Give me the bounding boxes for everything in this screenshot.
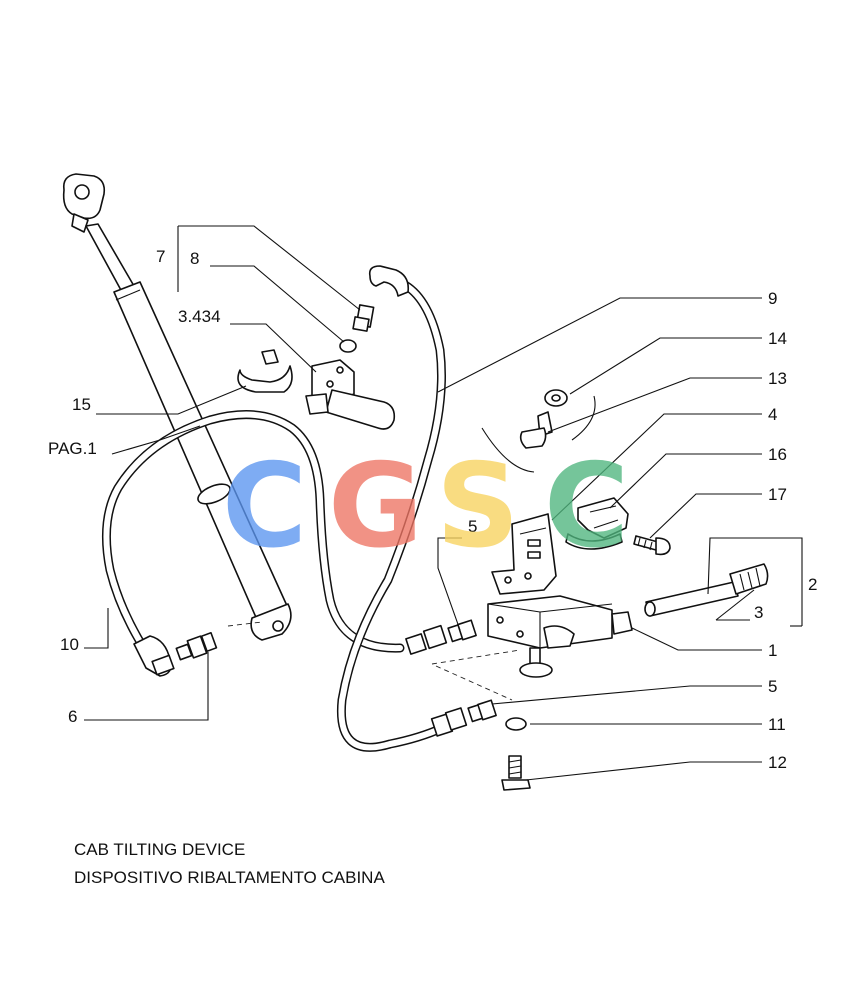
callout-13: 13 [768,369,787,388]
callout-9: 9 [768,289,777,308]
callout-5-lower: 5 [768,677,777,696]
callout-17: 17 [768,485,787,504]
callout-14: 14 [768,329,787,348]
callout-10: 10 [60,635,79,654]
clip-16 [565,497,629,550]
callout-2: 2 [808,575,817,594]
leader-lines [84,225,803,781]
elbow-fitting-top [368,265,410,297]
callout-7: 7 [156,247,165,266]
caption-english: CAB TILTING DEVICE [74,840,246,859]
watermark-letter-1: C [222,439,307,574]
callout-15: 15 [72,395,91,414]
callout-8: 8 [190,249,199,268]
callout-3-434: 3.434 [178,307,221,326]
watermark-letter-4: C [544,439,629,574]
callout-12: 12 [768,753,787,772]
bolt-12 [501,755,531,791]
washer-8 [339,339,357,353]
hose-end-fitting-lower [430,707,468,737]
caption-italian: DISPOSITIVO RIBALTAMENTO CABINA [74,868,385,887]
watermark-letter-2: G [328,439,423,574]
union-fitting-5-lower [467,699,497,723]
union-fitting-5-upper [447,619,477,643]
watermark-logo: C G S C [222,439,629,574]
hose-end-fitting-mid [405,624,448,655]
callout-labels: 7 8 3.434 15 PAG.1 9 14 13 4 16 17 2 3 1… [48,247,817,772]
callout-6: 6 [68,707,77,726]
callout-1: 1 [768,641,777,660]
callout-4: 4 [768,405,777,424]
union-fitting-7 [352,304,375,332]
hose-9 [336,280,447,752]
callout-11: 11 [768,715,786,734]
union-fitting-6 [175,631,218,661]
bolt-13 [519,411,553,449]
hose-clamp [237,349,293,393]
callout-3: 3 [754,603,763,622]
tilt-cylinder [62,173,292,641]
hose-10 [101,410,405,655]
callout-5-upper: 5 [468,517,477,536]
pump-body [431,595,633,701]
valve-block [305,359,396,430]
pump-lever [644,563,769,617]
callout-16: 16 [768,445,787,464]
elbow-fitting-lower-left [133,635,175,677]
screw-17 [633,535,671,556]
callout-pag-1: PAG.1 [48,439,97,458]
watermark-letter-3: S [436,439,520,574]
bracket-4 [491,513,557,595]
washer-11 [505,717,527,731]
